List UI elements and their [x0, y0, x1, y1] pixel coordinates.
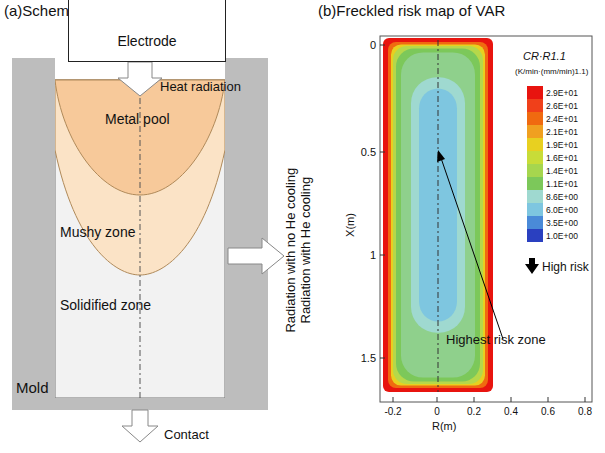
colorbar-cell	[527, 86, 543, 99]
tick	[380, 358, 385, 359]
tick	[380, 255, 385, 256]
callout-label: Highest risk zone	[446, 333, 546, 347]
axis-line	[438, 40, 439, 392]
colorbar-value: 1.6E+01	[546, 154, 578, 163]
colorbar-title: CR·R1.1	[523, 50, 566, 62]
colorbar-cell	[527, 164, 543, 177]
tick-label: 0	[434, 406, 440, 417]
colorbar-cell	[527, 138, 543, 151]
process-label: Heat radiation	[160, 80, 241, 94]
axis-title: X(m)	[344, 213, 356, 237]
colorbar-value: 1.9E+01	[546, 141, 578, 150]
tick-label: 0	[370, 39, 376, 51]
colorbar-value: 6.0E+00	[546, 206, 578, 215]
colorbar-cell	[527, 112, 543, 125]
zone-label: Mushy zone	[60, 225, 135, 240]
tick	[474, 397, 475, 402]
colorbar	[527, 86, 543, 242]
colorbar-cell	[527, 203, 543, 216]
tick	[437, 397, 438, 402]
tick	[393, 397, 394, 402]
colorbar-cell	[527, 177, 543, 190]
colorbar-unit: (K/min·(mm/min)1.1)	[515, 68, 588, 77]
colorbar-cell	[527, 190, 543, 203]
zone-label: Solidified zone	[60, 298, 151, 313]
colorbar-value: 1.4E+01	[546, 167, 578, 176]
mold-flange	[12, 58, 55, 72]
tick	[380, 152, 385, 153]
tick-label: 0.8	[578, 406, 592, 417]
mold-flange	[225, 58, 268, 72]
colorbar-cell	[527, 99, 543, 112]
tick-label: -0.2	[384, 406, 401, 417]
part-label: Mold	[16, 380, 49, 397]
colorbar-value: 2.6E+01	[546, 102, 578, 111]
radiation-arrow	[228, 238, 284, 274]
leader-line	[441, 158, 503, 339]
panel-title: (b)Freckled risk map of VAR	[318, 3, 505, 20]
colorbar-cell	[527, 151, 543, 164]
ticks	[380, 45, 585, 402]
contact-arrow	[122, 410, 158, 442]
colorbar-value: 1.1E+01	[546, 180, 578, 189]
colorbar-cell	[527, 125, 543, 138]
colorbar-value: 2.9E+01	[546, 89, 578, 98]
tick-label: 0.6	[541, 406, 555, 417]
part-label: Electrode	[69, 33, 225, 49]
tick-label: 0.2	[467, 406, 481, 417]
heat-arrow	[118, 62, 162, 96]
tick	[548, 397, 549, 402]
process-label: Contact	[164, 428, 209, 442]
note-label: High risk	[542, 261, 589, 274]
colorbar-cell	[527, 229, 543, 242]
tick-label: 0.5	[361, 146, 376, 158]
colorbar-cell	[527, 216, 543, 229]
leader-head	[437, 150, 445, 162]
colorbar-value: 8.6E+00	[546, 193, 578, 202]
colorbar-value: 2.1E+01	[546, 128, 578, 137]
tick-label: 0.4	[504, 406, 518, 417]
process-label: Radiation with no He cooling	[284, 168, 298, 333]
process-label: Radiation with He cooling	[299, 177, 313, 324]
axis-title: R(m)	[432, 420, 456, 432]
tick	[511, 397, 512, 402]
plot-frame	[380, 36, 592, 402]
tick	[380, 45, 385, 46]
colorbar-value: 3.5E+00	[546, 219, 578, 228]
tick-label: 1	[370, 249, 376, 261]
tick	[585, 397, 586, 402]
colorbar-value: 2.4E+01	[546, 115, 578, 124]
risk-arrow	[525, 258, 539, 274]
colorbar-value: 1.0E+00	[546, 232, 578, 241]
electrode-box: Electrode	[68, 0, 226, 62]
tick-label: 1.5	[361, 352, 376, 364]
zone-label: Metal pool	[105, 112, 170, 127]
